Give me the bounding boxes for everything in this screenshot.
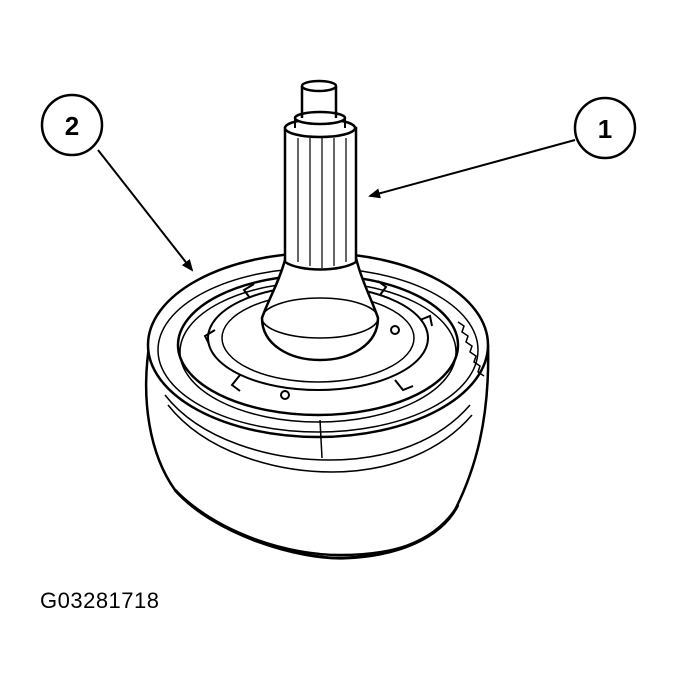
callout-1-leader <box>368 139 576 199</box>
callout-2-circle <box>40 93 104 157</box>
callout-1-number: 1 <box>598 114 612 144</box>
callout-2-leader <box>97 149 194 272</box>
callout-2: 2 <box>40 93 194 272</box>
figure-id-label: G03281718 <box>40 588 160 613</box>
callout-1-circle <box>573 96 637 160</box>
shaft <box>283 79 358 271</box>
shaft-hub <box>260 256 380 362</box>
callout-1: 1 <box>368 96 637 199</box>
callout-2-number: 2 <box>65 111 79 141</box>
side-teeth <box>457 321 485 377</box>
